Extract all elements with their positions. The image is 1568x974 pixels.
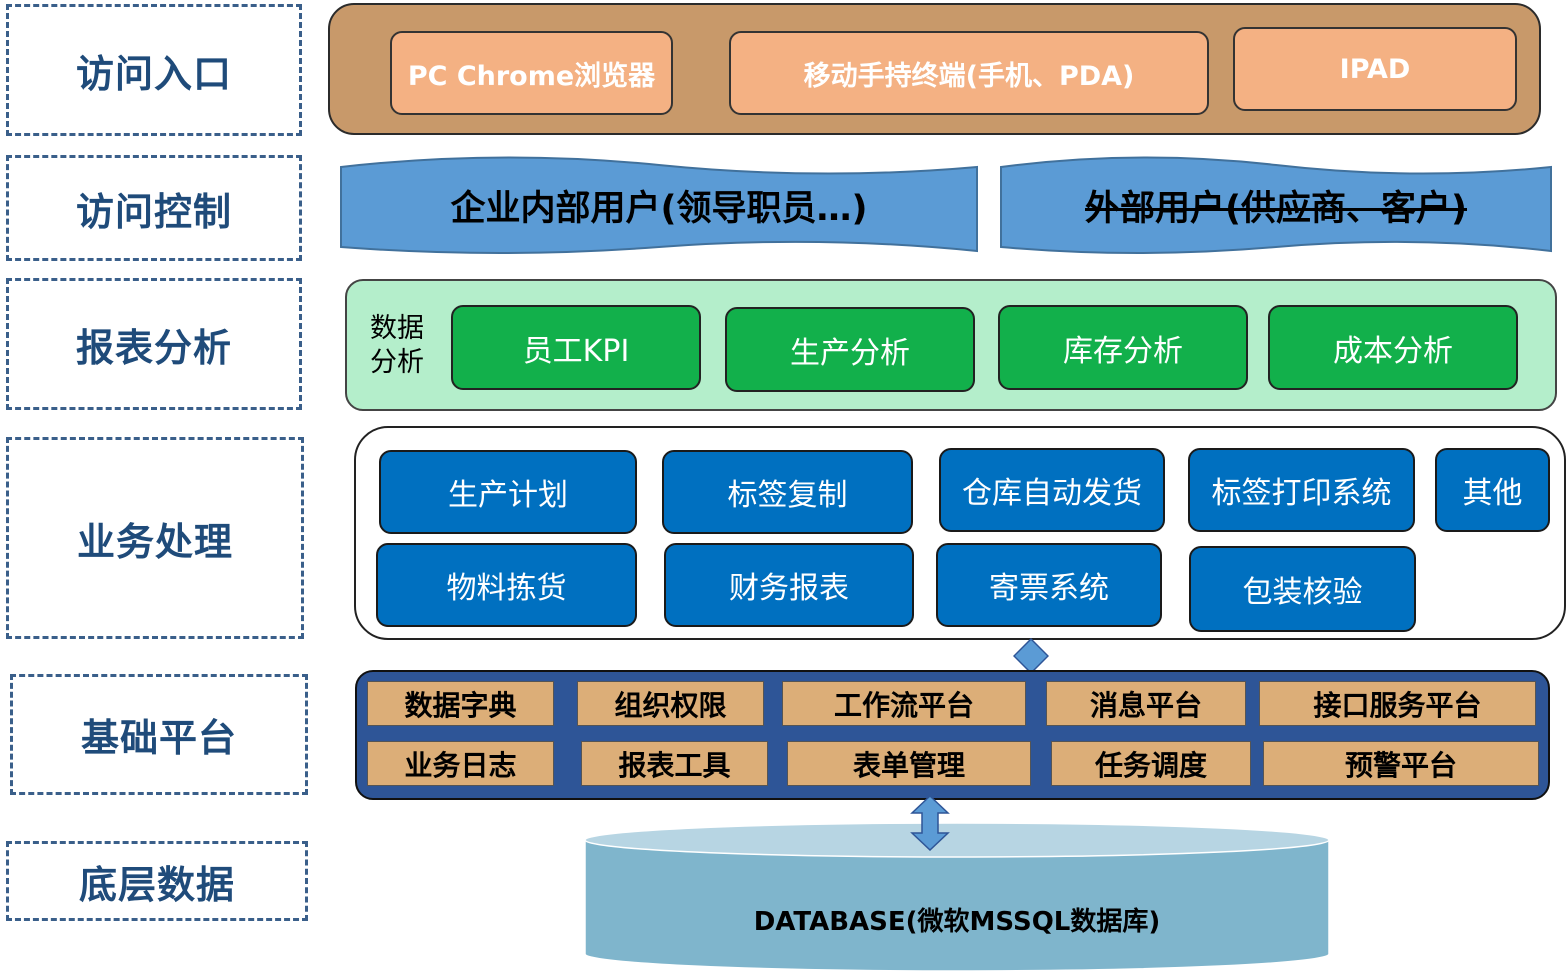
platform-org-permissions-label: 组织权限: [614, 688, 727, 722]
platform-messaging: 消息平台: [1046, 681, 1246, 726]
business-material-picking-label: 物料拣货: [446, 571, 567, 606]
business-package-verification-label: 包装核验: [1242, 575, 1363, 610]
business-invoice-mailing-label: 寄票系统: [989, 571, 1109, 606]
business-production-plan: 生产计划: [379, 450, 637, 534]
layer-label-report: 报表分析: [6, 278, 302, 410]
analysis-inventory-label: 库存分析: [1063, 333, 1183, 369]
internal-users-label: 企业内部用户(领导职员…): [450, 188, 868, 229]
platform-alert-label: 预警平台: [1344, 748, 1457, 782]
platform-interface-service: 接口服务平台: [1259, 681, 1536, 726]
analysis-cost: 成本分析: [1268, 305, 1518, 390]
layer-label-entry: 访问入口: [6, 4, 302, 136]
entry-pc-chrome-label: PC Chrome浏览器: [407, 60, 656, 92]
data-analysis-title-line2: 分析: [370, 347, 424, 378]
layer-label-control: 访问控制: [6, 155, 302, 261]
analysis-production-label: 生产分析: [790, 335, 910, 371]
entry-mobile-terminal: 移动手持终端(手机、PDA): [729, 31, 1209, 115]
data-analysis-title: 数据 分析: [362, 312, 432, 382]
platform-org-permissions: 组织权限: [577, 681, 764, 726]
platform-form-management-label: 表单管理: [852, 748, 965, 782]
layer-label-control-text: 访问控制: [75, 189, 232, 234]
entry-ipad-label: IPAD: [1339, 53, 1411, 85]
analysis-inventory: 库存分析: [998, 305, 1248, 390]
analysis-production: 生产分析: [725, 307, 975, 392]
business-warehouse-shipping-label: 仓库自动发货: [962, 476, 1142, 511]
analysis-cost-label: 成本分析: [1333, 333, 1453, 369]
connector-diamond: [1013, 638, 1049, 674]
business-invoice-mailing: 寄票系统: [936, 543, 1162, 627]
layer-label-business-text: 业务处理: [76, 519, 233, 564]
analysis-employee-kpi: 员工KPI: [451, 305, 701, 390]
business-material-picking: 物料拣货: [376, 543, 637, 627]
business-package-verification: 包装核验: [1189, 546, 1416, 632]
business-production-plan-label: 生产计划: [448, 478, 568, 513]
data-analysis-title-line1: 数据: [370, 313, 424, 344]
external-users-banner-shape: [1000, 156, 1552, 254]
business-label-printing: 标签打印系统: [1188, 448, 1415, 532]
database-cylinder-shape: [584, 822, 1330, 972]
platform-task-scheduling: 任务调度: [1051, 741, 1251, 786]
business-label-printing-label: 标签打印系统: [1211, 476, 1392, 511]
layer-label-data-text: 底层数据: [78, 862, 235, 907]
internal-users-banner-shape: [340, 156, 978, 254]
business-label-copy-label: 标签复制: [727, 478, 848, 513]
business-label-copy: 标签复制: [662, 450, 913, 534]
internal-users-banner: 企业内部用户(领导职员…): [340, 155, 978, 255]
layer-label-platform: 基础平台: [10, 674, 308, 795]
database-label: DATABASE(微软MSSQL数据库): [753, 906, 1161, 937]
platform-business-log: 业务日志: [367, 741, 554, 786]
business-financial-report: 财务报表: [664, 543, 914, 627]
entry-pc-chrome: PC Chrome浏览器: [390, 31, 673, 115]
layer-label-data: 底层数据: [6, 841, 308, 921]
business-other: 其他: [1435, 448, 1550, 532]
analysis-employee-kpi-label: 员工KPI: [522, 333, 630, 369]
platform-workflow-label: 工作流平台: [833, 688, 974, 722]
business-financial-report-label: 财务报表: [729, 571, 849, 606]
layer-label-report-text: 报表分析: [75, 325, 232, 370]
platform-form-management: 表单管理: [787, 741, 1031, 786]
platform-business-log-label: 业务日志: [404, 748, 517, 782]
layer-label-business: 业务处理: [6, 437, 304, 639]
platform-interface-service-label: 接口服务平台: [1313, 688, 1482, 722]
platform-report-tools-label: 报表工具: [618, 748, 731, 782]
entry-mobile-terminal-label: 移动手持终端(手机、PDA): [803, 60, 1135, 92]
platform-task-scheduling-label: 任务调度: [1094, 748, 1207, 782]
platform-report-tools: 报表工具: [581, 741, 768, 786]
business-warehouse-shipping: 仓库自动发货: [939, 448, 1165, 532]
platform-workflow: 工作流平台: [782, 681, 1026, 726]
platform-data-dictionary-label: 数据字典: [404, 688, 517, 722]
database-cylinder: DATABASE(微软MSSQL数据库): [584, 822, 1330, 972]
business-other-label: 其他: [1462, 476, 1523, 511]
layer-label-platform-text: 基础平台: [80, 716, 237, 760]
platform-data-dictionary: 数据字典: [367, 681, 554, 726]
layer-label-entry-text: 访问入口: [75, 51, 232, 96]
double-arrow-icon: [910, 795, 950, 851]
external-users-banner: 外部用户(供应商、客户): [1000, 155, 1552, 255]
entry-ipad: IPAD: [1233, 27, 1517, 111]
external-users-label: 外部用户(供应商、客户): [1085, 188, 1467, 229]
platform-messaging-label: 消息平台: [1089, 688, 1202, 722]
platform-alert: 预警平台: [1263, 741, 1539, 786]
